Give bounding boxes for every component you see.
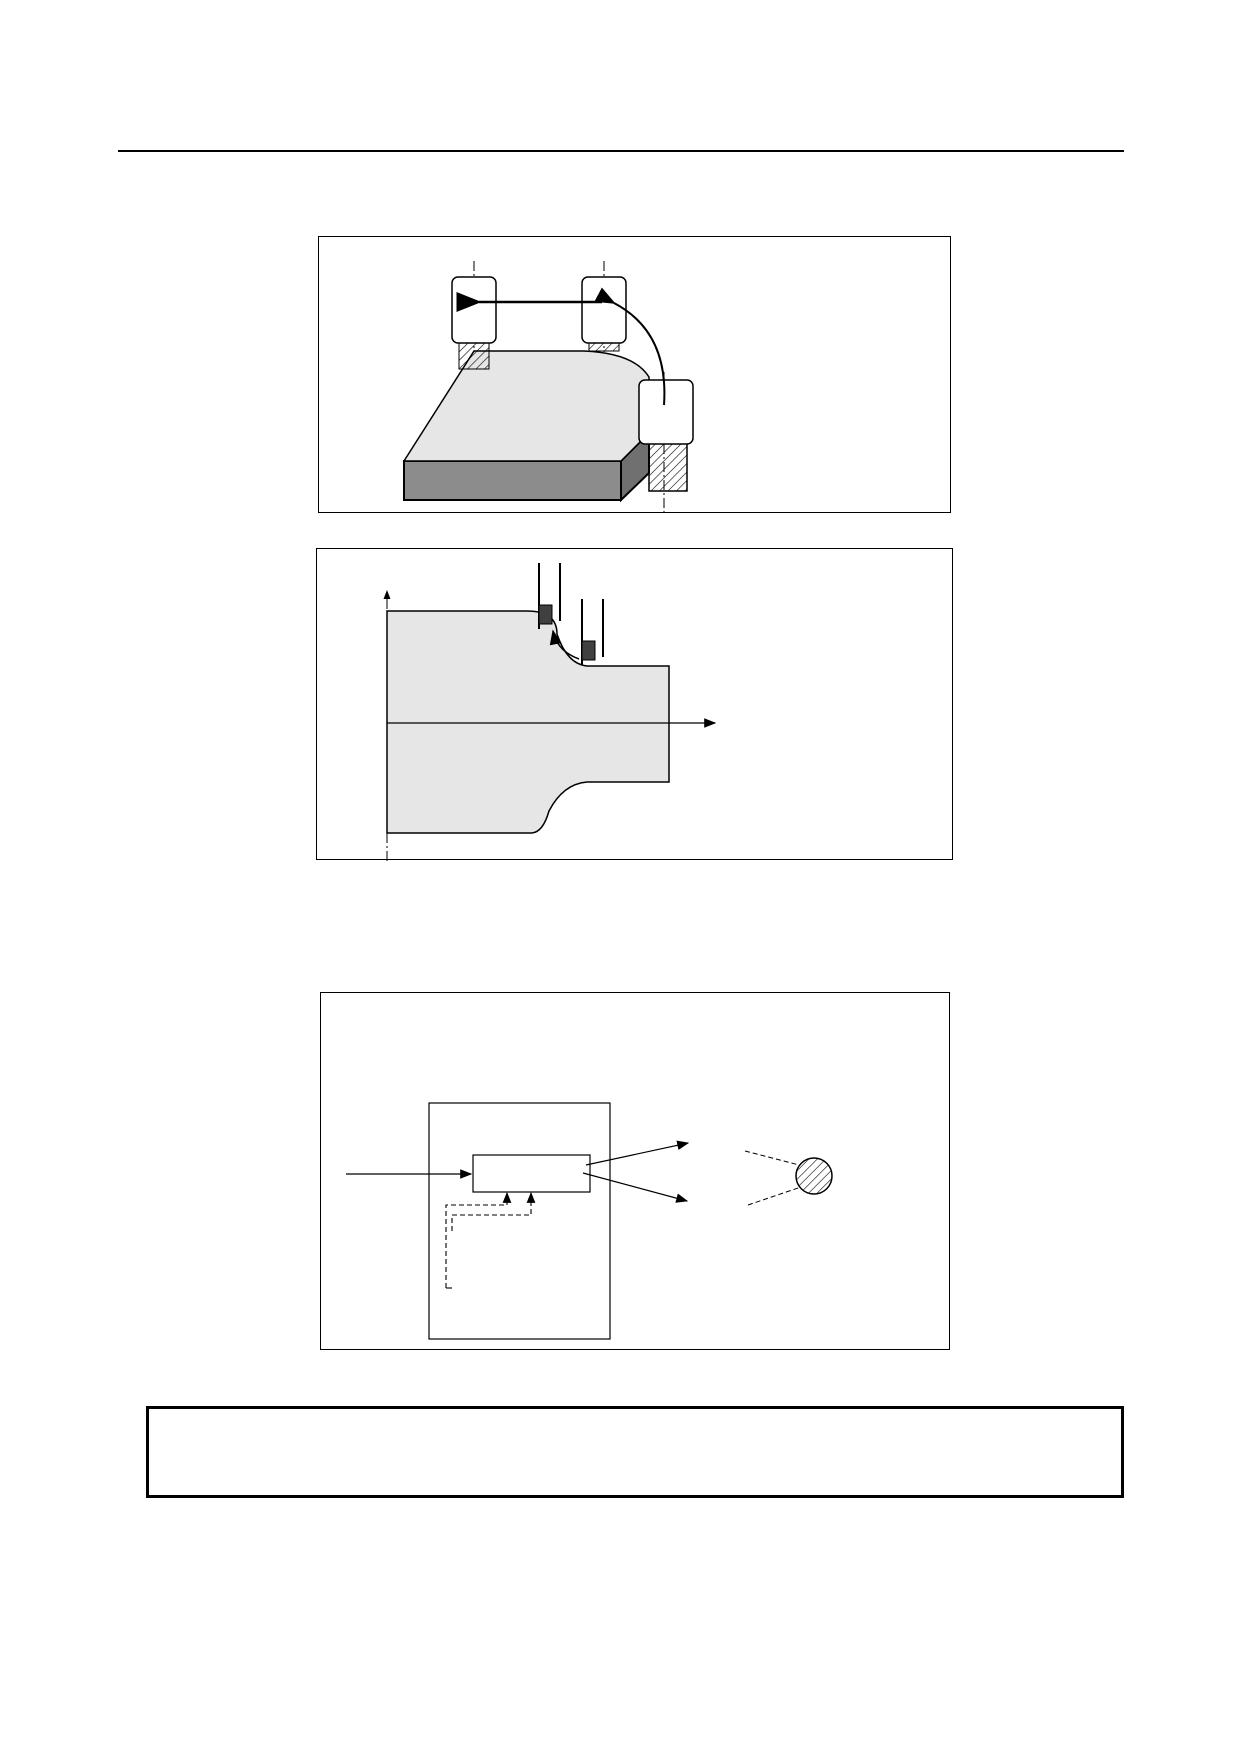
tool-2-cutter: [588, 342, 620, 352]
feedback-path-inner: [451, 1191, 536, 1231]
header-rule: [118, 150, 1124, 152]
tangent-lower: [747, 1186, 802, 1206]
note-box: [146, 1406, 1124, 1498]
tool-3-cutter: [648, 440, 688, 492]
feedback-path-outer: [445, 1191, 512, 1288]
tool-section-circle: [795, 1157, 833, 1195]
tool-3-shank: [638, 379, 694, 445]
controller-enclosure: [428, 1102, 611, 1340]
turned-part: [386, 610, 670, 834]
tool-1-insert: [538, 604, 553, 625]
output-arrow-lower: [582, 1172, 689, 1203]
tool-path-arc: [549, 629, 580, 660]
workpiece-top: [402, 350, 650, 462]
tangent-upper: [744, 1150, 800, 1166]
output-arrow-upper: [585, 1140, 690, 1166]
tool-1-shank: [451, 276, 497, 344]
processing-block: [472, 1154, 591, 1193]
workpiece-side: [403, 460, 622, 501]
control-block-figure: [320, 992, 950, 1350]
control-block-drawing: [346, 1102, 833, 1340]
tool-2-insert: [581, 640, 596, 661]
milling-corner-figure: [318, 236, 951, 514]
tool-1-cutter: [458, 342, 490, 370]
tool-path-arc: [594, 287, 666, 406]
turning-profile-drawing: [383, 563, 717, 861]
turning-profile-figure: [316, 548, 953, 861]
milling-corner-drawing: [402, 261, 694, 514]
tool-2-shank: [581, 276, 627, 344]
